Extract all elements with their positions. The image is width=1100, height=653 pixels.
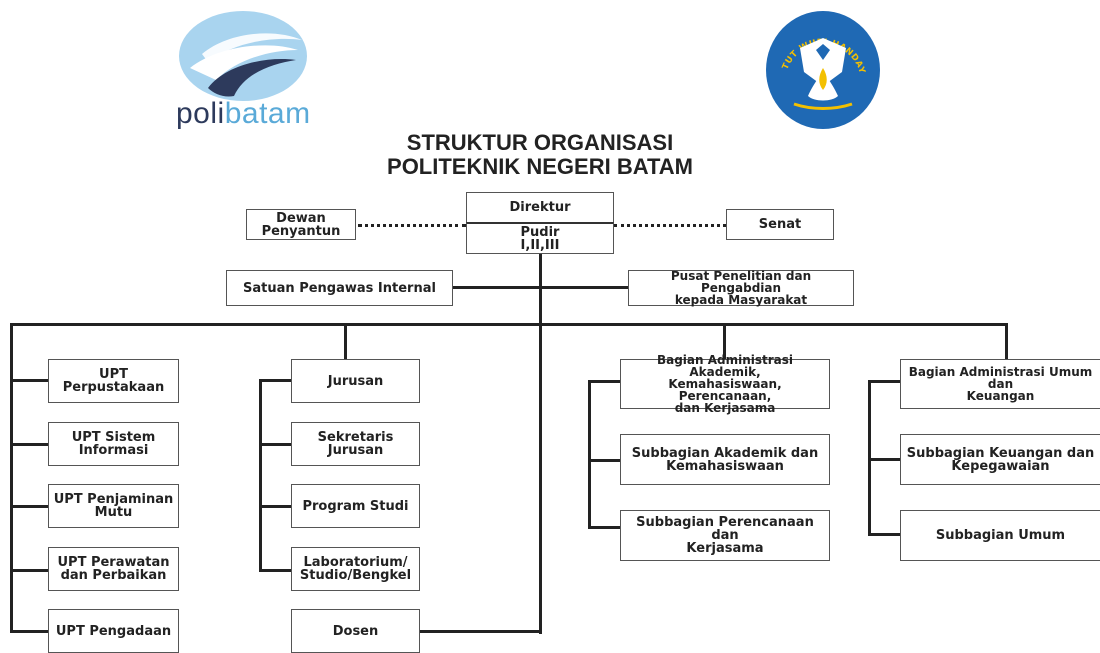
node-label: Laboratorium/ Studio/Bengkel	[299, 555, 412, 583]
node-label: Jurusan	[327, 373, 384, 389]
node-bagian-administrasi-akademik: Bagian Administrasi Akademik, Kemahasisw…	[620, 354, 830, 414]
node-label: Subbagian Perencanaan dan Kerjasama	[636, 515, 814, 556]
node-dosen: Dosen	[291, 609, 420, 653]
node-senat: Senat	[726, 209, 834, 240]
node-satuan-pengawas-internal: Satuan Pengawas Internal	[226, 270, 453, 306]
node-pudir: Pudir I,II,III	[466, 222, 614, 254]
node-upt-penjaminan-mutu: UPT Penjaminan Mutu	[48, 484, 179, 528]
polibatam-logo-emblem	[179, 11, 307, 101]
node-label: UPT Sistem Informasi	[71, 430, 156, 458]
node-label: Pusat Penelitian dan Pengabdian kepada M…	[670, 269, 812, 307]
node-label: Sekretaris Jurusan	[317, 430, 394, 458]
node-upt-pengadaan: UPT Pengadaan	[48, 609, 179, 653]
node-label: UPT Perpustakaan	[62, 367, 165, 395]
node-label: Dewan Penyantun	[261, 210, 341, 239]
node-label: Subbagian Keuangan dan Kepegawaian	[906, 445, 1095, 474]
chart-title: STRUKTUR ORGANISASI POLITEKNIK NEGERI BA…	[387, 130, 693, 179]
node-upt-perpustakaan: UPT Perpustakaan	[48, 359, 179, 403]
node-label: Subbagian Umum	[935, 528, 1066, 543]
polibatam-logo-wordmark: polibatam	[176, 97, 311, 130]
tut-wuri-handayani-logo: TUT WURI HANDAYANI	[764, 10, 880, 129]
node-program-studi: Program Studi	[291, 484, 420, 528]
node-label: Direktur	[509, 200, 571, 215]
node-label: UPT Penjaminan Mutu	[53, 492, 174, 520]
node-label: Bagian Administrasi Akademik, Kemahasisw…	[656, 353, 794, 415]
node-upt-perawatan: UPT Perawatan dan Perbaikan	[48, 547, 179, 591]
node-label: Dosen	[332, 623, 379, 639]
node-label: Bagian Administrasi Umum dan Keuangan	[908, 365, 1093, 403]
node-label: Satuan Pengawas Internal	[243, 280, 436, 296]
node-bagian-administrasi-umum: Bagian Administrasi Umum dan Keuangan	[900, 359, 1100, 409]
node-jurusan: Jurusan	[291, 359, 420, 403]
node-dewan-penyantun: Dewan Penyantun	[246, 209, 356, 240]
node-label: Pudir I,II,III	[520, 224, 560, 253]
node-label: UPT Perawatan dan Perbaikan	[57, 555, 170, 583]
node-pusat-penelitian: Pusat Penelitian dan Pengabdian kepada M…	[628, 270, 854, 306]
node-label: UPT Pengadaan	[55, 623, 172, 639]
node-subbagian-umum: Subbagian Umum	[900, 510, 1100, 561]
node-label: Program Studi	[302, 498, 409, 514]
node-upt-sistem-informasi: UPT Sistem Informasi	[48, 422, 179, 466]
node-label: Subbagian Akademik dan Kemahasiswaan	[631, 445, 819, 474]
node-subbagian-akademik: Subbagian Akademik dan Kemahasiswaan	[620, 434, 830, 485]
node-laboratorium: Laboratorium/ Studio/Bengkel	[291, 547, 420, 591]
node-subbagian-keuangan: Subbagian Keuangan dan Kepegawaian	[900, 434, 1100, 485]
node-subbagian-perencanaan: Subbagian Perencanaan dan Kerjasama	[620, 510, 830, 561]
node-label: Senat	[758, 217, 802, 232]
node-direktur: Direktur	[466, 192, 614, 222]
node-sekretaris-jurusan: Sekretaris Jurusan	[291, 422, 420, 466]
